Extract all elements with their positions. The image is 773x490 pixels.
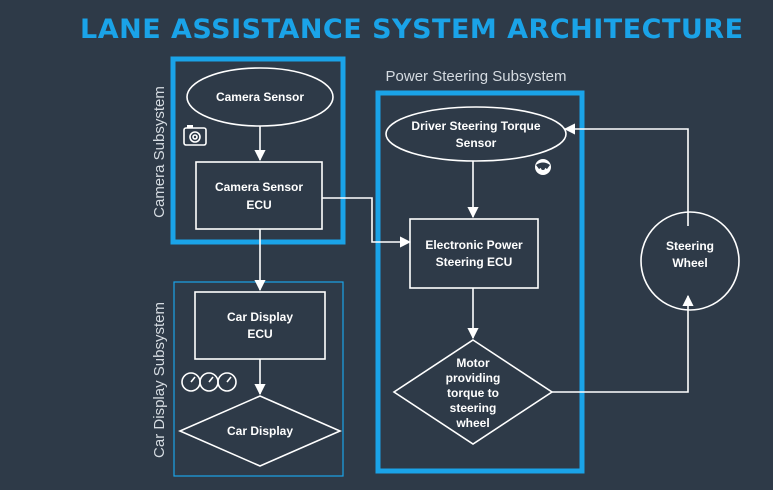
camera-ecu-label-line2: ECU <box>246 198 271 212</box>
camera-ecu-label-line1: Camera Sensor <box>215 180 303 194</box>
motor-node: Motor providing torque to steering wheel <box>392 339 554 445</box>
eps-ecu-label-line2: Steering ECU <box>436 255 513 269</box>
steering-wheel-label-line2: Wheel <box>672 256 707 270</box>
page-title: LANE ASSISTANCE SYSTEM ARCHITECTURE <box>80 14 744 45</box>
motor-label-line5: wheel <box>455 416 489 430</box>
camera-sensor-label: Camera Sensor <box>216 90 304 104</box>
display-ecu-label-line2: ECU <box>247 327 272 341</box>
motor-label-line3: torque to <box>447 386 499 400</box>
steering-wheel-icon <box>535 159 551 175</box>
gauges-icon <box>181 372 237 392</box>
torque-sensor-label-line1: Driver Steering Torque <box>411 119 540 133</box>
motor-label-line2: providing <box>446 371 501 385</box>
eps-ecu-node: Electronic Power Steering ECU <box>409 218 539 289</box>
display-ecu-node: Car Display ECU <box>194 291 326 360</box>
eps-ecu-label-line1: Electronic Power <box>425 238 523 252</box>
camera-subsystem-frame <box>170 56 346 245</box>
car-display-node: Car Display <box>178 395 342 467</box>
steering-wheel-label-line1: Steering <box>666 239 714 253</box>
display-ecu-label-line1: Car Display <box>227 310 293 324</box>
display-subsystem-label: Car Display Subsystem <box>151 302 168 458</box>
camera-ecu-node: Camera Sensor ECU <box>195 161 323 230</box>
torque-sensor-label-line2: Sensor <box>456 136 497 150</box>
motor-label-line1: Motor <box>456 356 490 370</box>
steering-wheel-node: Steering Wheel <box>640 211 740 311</box>
arrow-motor-to-wheel <box>552 294 694 393</box>
camera-icon <box>183 125 207 146</box>
motor-label-line4: steering <box>450 401 497 415</box>
car-display-label: Car Display <box>227 424 293 438</box>
steering-subsystem-frame <box>375 90 585 474</box>
camera-subsystem-label: Camera Subsystem <box>151 86 168 218</box>
torque-sensor-node: Driver Steering Torque Sensor <box>385 106 567 162</box>
camera-sensor-node: Camera Sensor <box>186 67 334 127</box>
arrow-ecu-to-eps <box>322 197 412 248</box>
arrow-wheel-to-torque <box>563 123 689 226</box>
steering-subsystem-label: Power Steering Subsystem <box>386 68 567 85</box>
